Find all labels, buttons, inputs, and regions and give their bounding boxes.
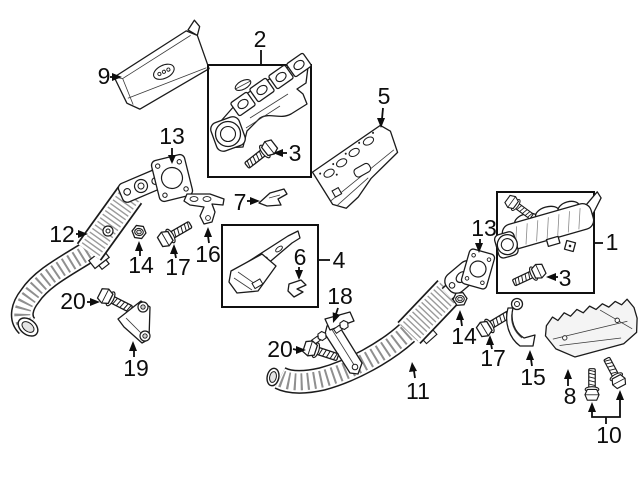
- part-5-heat-shield: [311, 124, 399, 209]
- part-19-bracket: [117, 300, 151, 344]
- callout-19: 19: [123, 341, 149, 381]
- part-6-clip: [287, 279, 307, 298]
- callout-13-left: 13: [159, 123, 185, 164]
- svg-text:19: 19: [123, 355, 149, 381]
- svg-text:9: 9: [98, 63, 111, 89]
- callout-13-right: 13: [471, 215, 497, 253]
- callout-20-left: 20: [60, 288, 100, 314]
- kit-box-2: [207, 52, 312, 178]
- callout-17-right: 17: [480, 335, 506, 371]
- part-13-gasket-right: [460, 248, 496, 290]
- callout-16: 16: [195, 227, 221, 267]
- callouts: 9 2 3 13 5 7 12: [49, 26, 624, 448]
- part-17-bolt-left: [155, 217, 195, 250]
- part-1-spacer-square: [563, 239, 577, 253]
- part-3-bolt-lower: [510, 261, 548, 291]
- svg-text:1: 1: [606, 229, 619, 255]
- part-14-nut-left: [130, 224, 148, 240]
- callout-1: 1: [594, 229, 618, 255]
- svg-text:5: 5: [378, 83, 391, 109]
- part-7-clamp: [258, 188, 288, 207]
- callout-7: 7: [234, 189, 260, 215]
- callout-14-right: 14: [451, 310, 477, 349]
- callout-6: 6: [294, 244, 307, 280]
- callout-20-right: 20: [267, 336, 306, 362]
- callout-3-lower: 3: [546, 265, 571, 291]
- svg-text:2: 2: [254, 26, 267, 52]
- svg-text:4: 4: [333, 247, 346, 273]
- svg-text:17: 17: [480, 345, 506, 371]
- svg-text:11: 11: [406, 378, 430, 404]
- svg-text:13: 13: [159, 123, 185, 149]
- svg-text:3: 3: [559, 265, 572, 291]
- kit-box-4: [221, 224, 319, 308]
- callout-5: 5: [377, 83, 390, 128]
- part-10-bolt-a: [584, 368, 600, 401]
- kit-box-1: [493, 191, 602, 294]
- svg-text:7: 7: [234, 189, 247, 215]
- part-4-bracket-assembly: [228, 230, 301, 294]
- part-8-heat-shield: [544, 298, 638, 358]
- part-10-bolt-b: [599, 354, 629, 391]
- part-2-exhaust-manifold: [210, 52, 312, 152]
- svg-text:17: 17: [165, 254, 191, 280]
- part-16-bracket: [183, 193, 225, 225]
- part-3-bolt-upper: [241, 137, 280, 173]
- svg-text:3: 3: [289, 140, 302, 166]
- callout-4: 4: [319, 247, 346, 273]
- part-9-heat-shield: [113, 19, 210, 110]
- callout-3-upper: 3: [273, 140, 301, 166]
- svg-text:13: 13: [471, 215, 497, 241]
- svg-text:20: 20: [60, 288, 86, 314]
- part-15-bracket: [505, 297, 536, 347]
- svg-text:14: 14: [128, 252, 154, 278]
- svg-text:20: 20: [267, 336, 293, 362]
- svg-text:14: 14: [451, 323, 477, 349]
- svg-text:12: 12: [49, 221, 75, 247]
- callout-12: 12: [49, 221, 88, 247]
- svg-text:8: 8: [564, 383, 577, 409]
- callout-17-left: 17: [165, 244, 191, 280]
- part-13-gasket-left: [150, 153, 194, 203]
- callout-10: 10: [588, 390, 624, 448]
- svg-text:18: 18: [327, 283, 353, 309]
- part-1-exhaust-manifold: [493, 191, 602, 259]
- svg-text:6: 6: [294, 244, 307, 270]
- callout-14-left: 14: [128, 241, 154, 278]
- callout-2: 2: [254, 26, 267, 65]
- callout-8: 8: [564, 369, 577, 409]
- callout-9: 9: [98, 63, 122, 89]
- svg-text:16: 16: [195, 241, 221, 267]
- svg-text:10: 10: [596, 422, 622, 448]
- callout-18: 18: [327, 283, 353, 323]
- svg-text:15: 15: [520, 364, 546, 390]
- callout-15: 15: [520, 350, 546, 390]
- callout-11: 11: [406, 362, 430, 404]
